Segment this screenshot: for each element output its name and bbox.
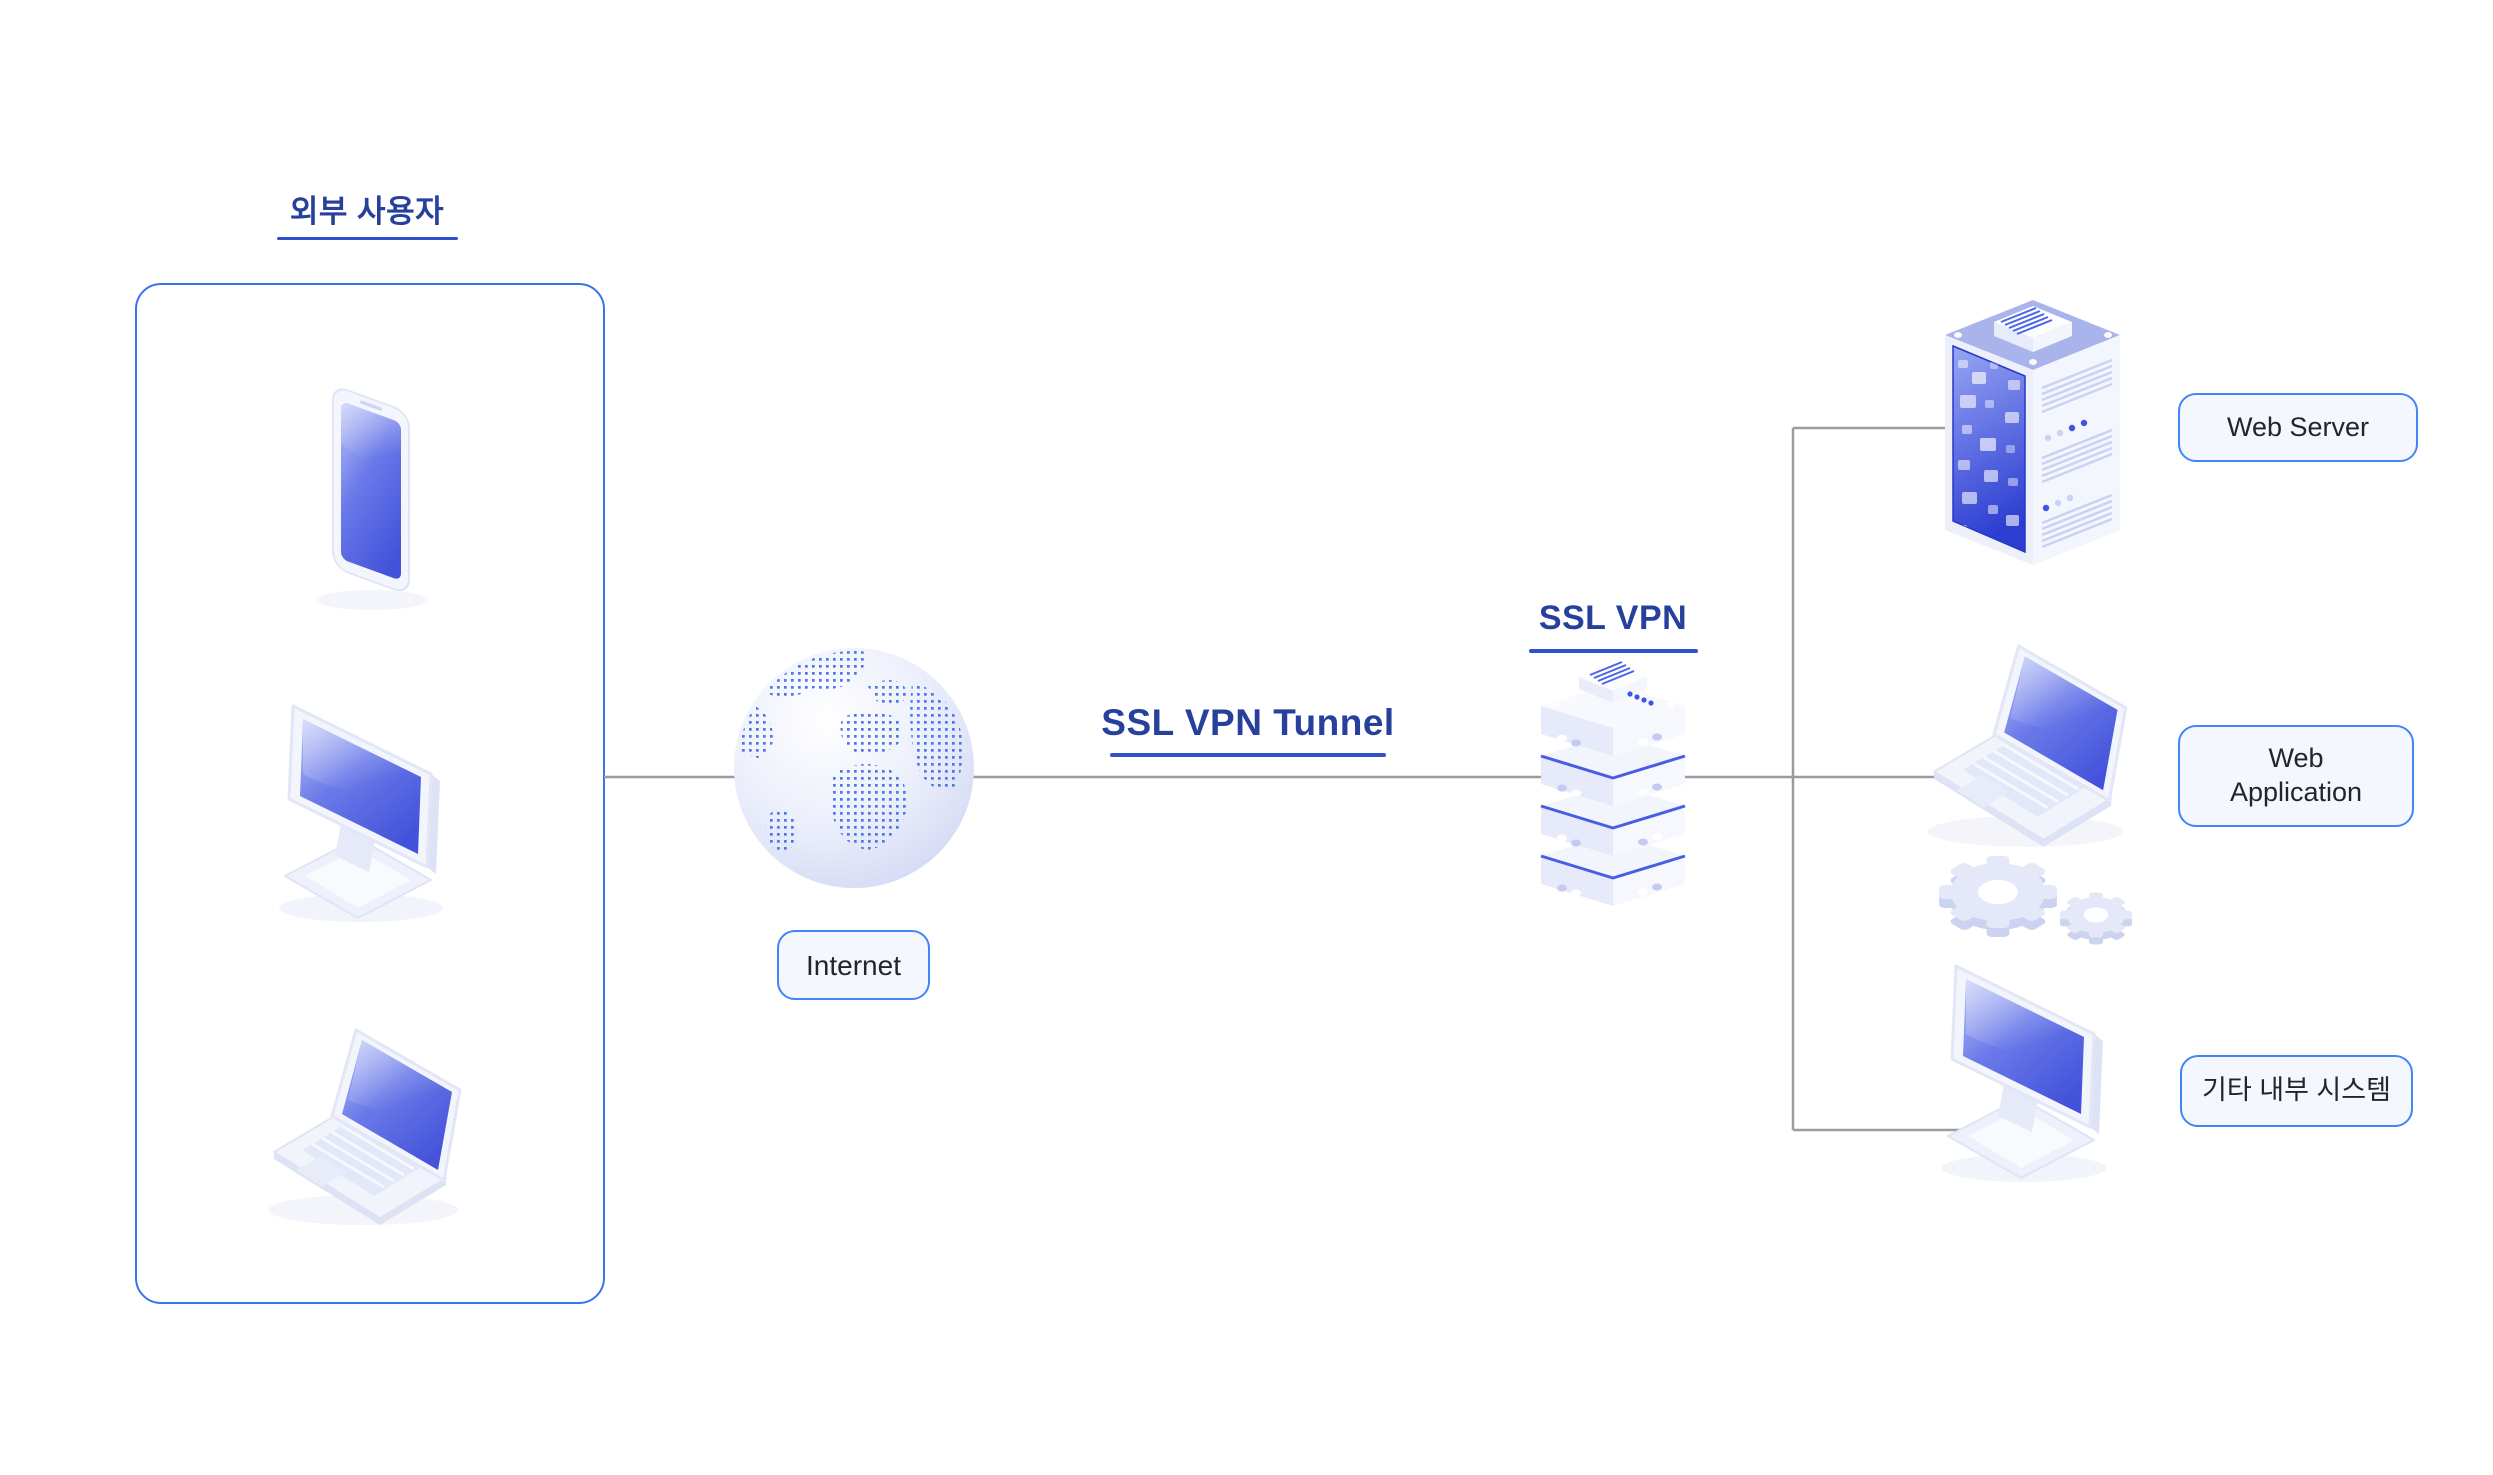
ssl-vpn-underline: [1529, 649, 1698, 653]
internet-label-box: Internet: [777, 930, 930, 1000]
ssl-vpn-tunnel-underline: [1110, 753, 1386, 757]
external-users-title-underline: [277, 237, 458, 240]
internet-label: Internet: [806, 949, 901, 981]
internet-globe-illustration: [734, 648, 974, 888]
web-application-label-box: Web Application: [2178, 725, 2414, 827]
external-users-title: 외부 사용자: [289, 194, 445, 229]
web-server-illustration: [1945, 300, 2120, 565]
ssl-vpn-server-illustration: [1540, 661, 1686, 906]
ssl-vpn-title: SSL VPN: [1538, 599, 1688, 637]
internal-system-monitor-illustration: [1940, 964, 2108, 1184]
external-users-box: [135, 283, 605, 1304]
web-server-label-box: Web Server: [2178, 393, 2418, 462]
other-internal-systems-label-box: 기타 내부 시스템: [2180, 1055, 2413, 1127]
connector-lines: [604, 426, 1962, 1132]
web-server-label: Web Server: [2226, 411, 2370, 442]
other-internal-systems-label: 기타 내부 시스템: [2202, 1075, 2391, 1106]
ssl-vpn-tunnel-title: SSL VPN Tunnel: [1101, 702, 1395, 743]
web-application-label: Web Application: [2229, 743, 2363, 807]
web-application-illustration: [1926, 644, 2132, 945]
